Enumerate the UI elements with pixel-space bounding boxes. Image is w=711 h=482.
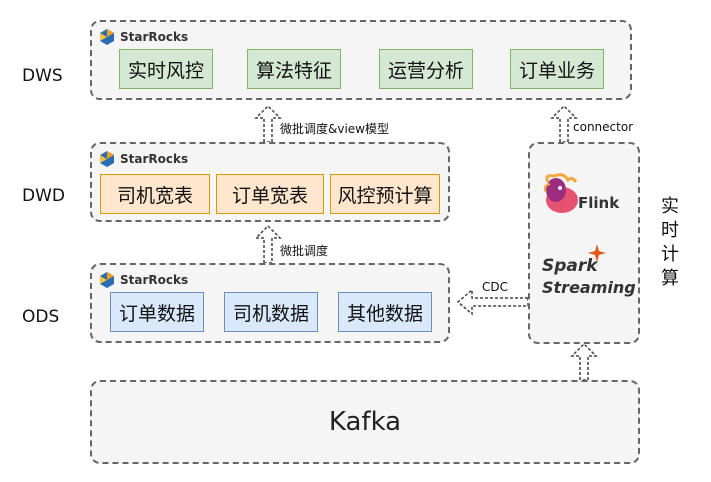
starrocks-logo-icon	[100, 272, 114, 288]
flink-logo-text: Flink	[578, 194, 620, 212]
flink-squirrel-icon	[543, 173, 578, 213]
flink-logo: Flink	[542, 170, 628, 220]
label-engine-to-ods: CDC	[482, 280, 508, 294]
starrocks-logo-icon	[100, 151, 114, 167]
starrocks-logo: StarRocks	[98, 28, 188, 46]
kafka-layer: Kafka	[90, 380, 640, 464]
dws-box-algorithm-features: 算法特征	[247, 49, 341, 89]
arrow-engine-to-ods	[456, 288, 529, 316]
streaming-logo-text: Streaming	[542, 278, 636, 297]
label-engine-to-dws: connector	[573, 120, 634, 134]
starrocks-logo-text: StarRocks	[120, 152, 189, 166]
starrocks-logo: StarRocks	[98, 150, 188, 168]
label-dwd-to-dws: 微批调度&view模型	[280, 120, 389, 137]
spark-streaming-logo: Spark Streaming	[540, 244, 636, 300]
arrow-kafka-to-engine	[570, 342, 598, 381]
starrocks-logo-text: StarRocks	[120, 30, 189, 44]
layer-label-dws: DWS	[22, 66, 63, 86]
dwd-box-risk-precompute: 风控预计算	[330, 174, 440, 214]
dws-box-realtime-risk: 实时风控	[119, 49, 213, 89]
realtime-compute-label: 实 时 计 算	[659, 195, 681, 291]
ods-box-other-data: 其他数据	[338, 292, 432, 332]
realtime-engine-layer: Flink Spark Streaming	[528, 142, 640, 344]
dwd-box-driver-wide-table: 司机宽表	[100, 174, 210, 214]
dws-layer: StarRocks 实时风控 算法特征 运营分析 订单业务	[90, 20, 632, 100]
dws-box-order-business: 订单业务	[510, 49, 604, 89]
ods-box-order-data: 订单数据	[110, 292, 204, 332]
arrow-dwd-to-dws	[254, 104, 282, 143]
starrocks-logo-icon	[100, 29, 114, 45]
starrocks-logo: StarRocks	[98, 271, 188, 289]
spark-logo-text: Spark	[542, 256, 598, 276]
ods-box-driver-data: 司机数据	[224, 292, 318, 332]
dwd-layer: StarRocks 司机宽表 订单宽表 风控预计算	[90, 142, 450, 222]
dws-box-operations-analysis: 运营分析	[379, 49, 473, 89]
arrow-ods-to-dwd	[254, 224, 282, 264]
kafka-label: Kafka	[328, 407, 402, 437]
layer-label-dwd: DWD	[22, 186, 65, 206]
spark-star-icon	[588, 244, 606, 262]
layer-label-ods: ODS	[22, 307, 60, 327]
ods-layer: StarRocks 订单数据 司机数据 其他数据	[90, 263, 450, 343]
starrocks-logo-text: StarRocks	[120, 273, 189, 287]
arrow-engine-to-dws	[550, 104, 578, 143]
realtime-char: 计	[661, 244, 679, 265]
dwd-box-order-wide-table: 订单宽表	[216, 174, 324, 214]
realtime-char: 实	[661, 196, 679, 217]
realtime-char: 时	[661, 220, 679, 241]
label-ods-to-dwd: 微批调度	[280, 242, 329, 259]
realtime-char: 算	[661, 268, 679, 289]
